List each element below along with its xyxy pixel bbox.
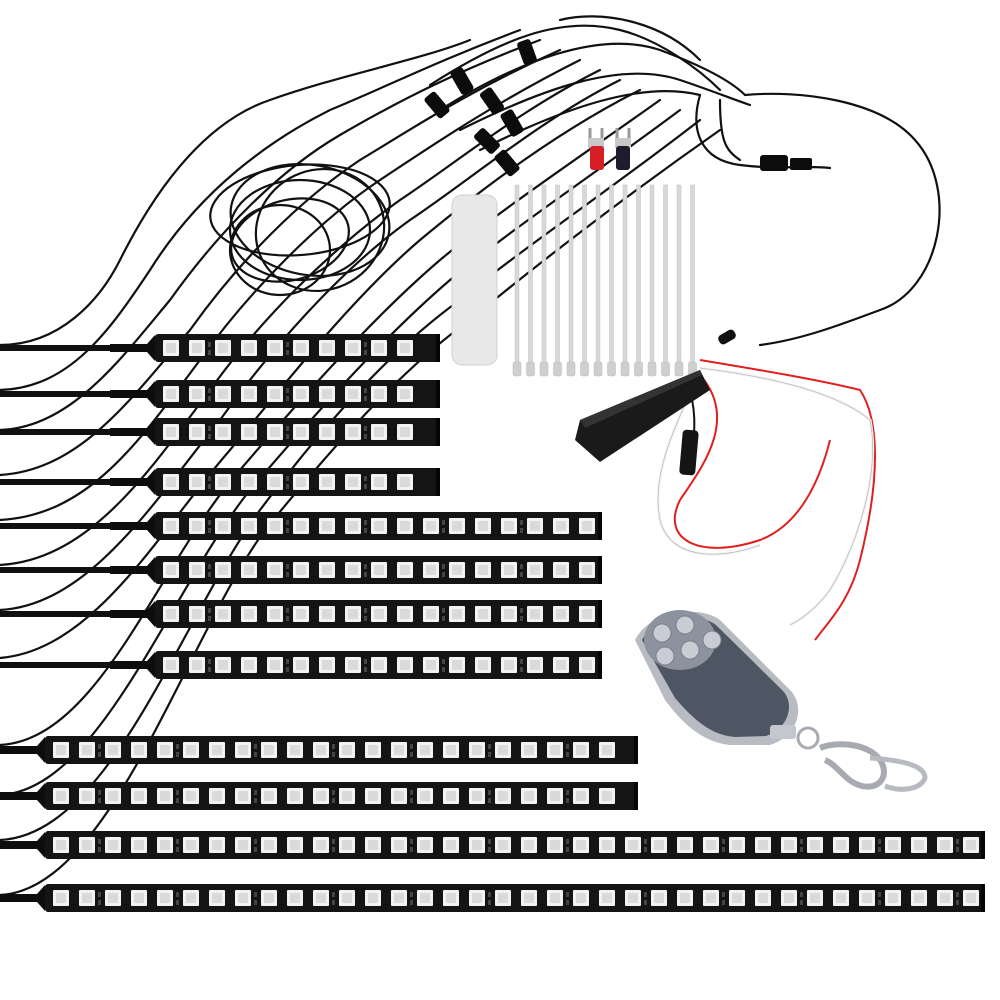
connector-plugs [424,39,812,177]
spade-terminals [588,128,631,170]
cable-tie [620,184,630,377]
cable-tie [688,184,697,377]
cable-tie [607,184,616,377]
led-strip [0,831,985,859]
led-strip [0,884,985,912]
cable-tie [647,184,657,377]
cable-tie [634,184,643,377]
led-strip [0,380,440,408]
led-strip [0,418,440,446]
cable-tie [566,184,576,377]
led-strip [0,468,440,496]
led-strip [0,600,602,628]
cable-tie [580,184,589,377]
adhesive-strip [451,194,498,366]
led-strip [0,556,602,584]
cable-tie [674,184,684,377]
cable-tie [593,184,603,377]
cable-tie [526,184,535,377]
led-strip [0,782,638,810]
led-strip [0,736,638,764]
remote-control [635,610,928,792]
led-strip [0,651,602,679]
cable-tie [661,184,670,377]
led-strip [0,512,602,540]
led-strip [0,334,440,362]
cable-ties [512,184,697,377]
cable-tie [539,184,549,377]
led-strips [0,334,985,912]
cable-tie [512,184,522,377]
cable-tie [553,184,562,377]
controller-module [575,329,876,641]
